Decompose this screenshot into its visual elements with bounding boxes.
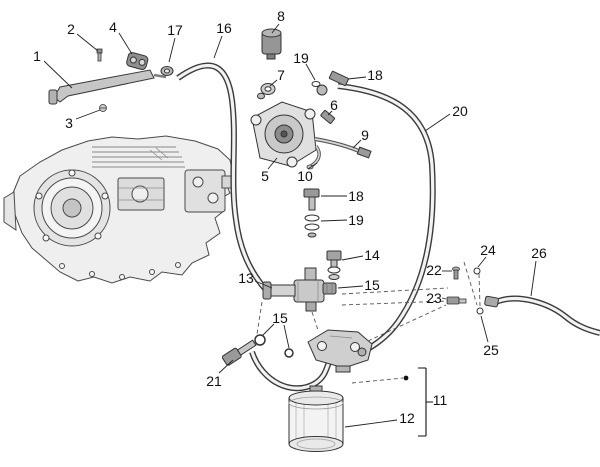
leader-line-10 bbox=[307, 162, 318, 170]
grommet-part7 bbox=[257, 83, 276, 100]
callout-16: 16 bbox=[216, 20, 232, 36]
callout-24: 24 bbox=[480, 242, 496, 258]
callout-15: 15 bbox=[364, 277, 380, 293]
leader-line-8 bbox=[271, 23, 280, 34]
callout-19: 19 bbox=[293, 50, 309, 66]
fuel-hose-20 bbox=[337, 83, 436, 355]
banjo-bolt-part18-top bbox=[328, 70, 349, 87]
leader-line-16 bbox=[213, 35, 223, 59]
support-bracket-part1 bbox=[48, 69, 167, 105]
cap-part8 bbox=[261, 28, 282, 60]
fuel-hose-16 bbox=[176, 62, 271, 295]
callout-15: 15 bbox=[272, 310, 288, 326]
callout-19: 19 bbox=[348, 212, 364, 228]
clip-part24 bbox=[473, 267, 481, 275]
clamp-part4 bbox=[126, 52, 149, 70]
leader-line-7 bbox=[269, 79, 278, 87]
hose26-end-fitting bbox=[484, 295, 499, 308]
leader-line-24 bbox=[477, 256, 487, 268]
callout-20: 20 bbox=[452, 103, 468, 119]
callout-6: 6 bbox=[330, 97, 338, 113]
leader-line-12 bbox=[344, 419, 398, 428]
callout-22: 22 bbox=[426, 262, 442, 278]
callout-13: 13 bbox=[238, 270, 254, 286]
leader-line-17 bbox=[168, 37, 176, 63]
leader-line-15 bbox=[337, 285, 364, 289]
group-brace-part11 bbox=[418, 367, 433, 437]
leader-line-2 bbox=[76, 33, 99, 52]
washer-part15-lower bbox=[284, 348, 294, 358]
washers-part19-mid bbox=[304, 214, 320, 238]
fitting-part14 bbox=[326, 250, 342, 280]
leader-line-18 bbox=[347, 76, 367, 80]
fuel-pump-part5 bbox=[250, 84, 328, 168]
leader-line-19 bbox=[320, 219, 348, 222]
callout-4: 4 bbox=[109, 19, 117, 35]
callout-12: 12 bbox=[399, 410, 415, 426]
engine-crankcase bbox=[3, 135, 235, 284]
leader-line-15 bbox=[283, 324, 290, 349]
leader-line-14 bbox=[341, 255, 364, 261]
callout-3: 3 bbox=[65, 115, 73, 131]
ring-part25 bbox=[476, 307, 484, 315]
leader-line-23 bbox=[441, 297, 447, 300]
banjo-bolt-part18-mid bbox=[303, 188, 320, 211]
filter-bracket bbox=[307, 329, 373, 373]
callout-23: 23 bbox=[426, 290, 442, 306]
leader-line-6 bbox=[327, 110, 333, 116]
fuel-hose-26 bbox=[494, 295, 600, 336]
callout-11: 11 bbox=[433, 392, 448, 408]
alignment-dashed-lines bbox=[256, 261, 481, 384]
fuel-pipe-part9 bbox=[314, 137, 372, 159]
callout-18: 18 bbox=[348, 188, 364, 204]
leader-line-26 bbox=[530, 260, 537, 297]
callout-9: 9 bbox=[361, 127, 369, 143]
leader-line-3 bbox=[75, 109, 101, 120]
leader-line-19 bbox=[305, 63, 316, 81]
leader-line-25 bbox=[480, 315, 489, 343]
leader-line-15 bbox=[261, 323, 275, 337]
nut-part15-right bbox=[322, 282, 337, 295]
callout-8: 8 bbox=[277, 8, 285, 24]
banjo-bolt-part21 bbox=[221, 339, 257, 366]
washer-part15-left bbox=[254, 334, 266, 346]
washer-part19-top bbox=[311, 81, 321, 87]
leader-line-9 bbox=[352, 139, 362, 149]
leader-line-20 bbox=[424, 113, 451, 132]
callout-14: 14 bbox=[364, 247, 380, 263]
callout-7: 7 bbox=[277, 67, 285, 83]
pipe-elbow-part10 bbox=[306, 144, 321, 170]
callout-17: 17 bbox=[167, 22, 183, 38]
bolt-part6 bbox=[320, 109, 336, 124]
leader-line-4 bbox=[118, 32, 133, 55]
callout-25: 25 bbox=[483, 342, 499, 358]
callout-26: 26 bbox=[531, 245, 547, 261]
leader-line-5 bbox=[267, 157, 278, 170]
fuel-valve-part13 bbox=[262, 267, 325, 312]
leader-line-13 bbox=[254, 280, 273, 289]
screw-part2 bbox=[96, 48, 103, 62]
nut-part17 bbox=[160, 66, 174, 76]
leader-line-21 bbox=[218, 359, 234, 374]
callout-18: 18 bbox=[367, 67, 383, 83]
fuel-hose-bottom bbox=[249, 350, 335, 392]
assembly-dot bbox=[403, 375, 409, 381]
screw-part3 bbox=[99, 104, 107, 112]
callout-10: 10 bbox=[297, 168, 313, 184]
screw-part22 bbox=[452, 266, 460, 280]
callout-21: 21 bbox=[206, 373, 222, 389]
callout-1: 1 bbox=[33, 48, 41, 64]
fuel-filter-part12 bbox=[288, 385, 344, 452]
callout-5: 5 bbox=[261, 168, 269, 184]
leader-line-1 bbox=[43, 60, 73, 89]
callout-2: 2 bbox=[67, 21, 75, 37]
bolt-part23 bbox=[446, 296, 467, 305]
